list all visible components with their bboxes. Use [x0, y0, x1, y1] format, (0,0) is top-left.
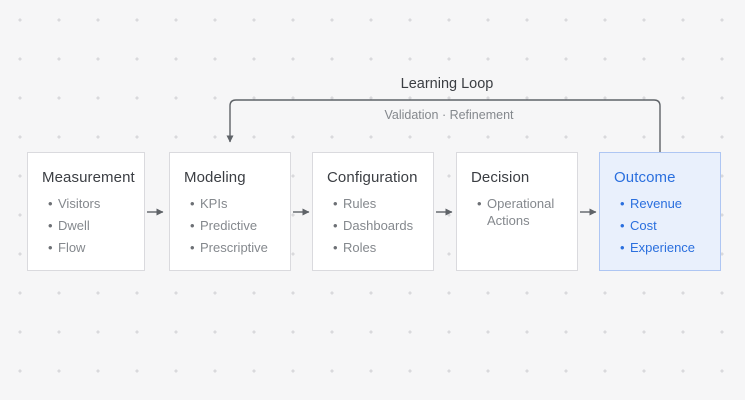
- list-item-label: Revenue: [630, 196, 683, 211]
- bullet-icon: •: [48, 240, 53, 255]
- stage-title: Decision: [471, 169, 530, 186]
- list-item-label: KPIs: [200, 196, 228, 211]
- list-item-label: Roles: [343, 240, 377, 255]
- stage-item-list: • Visitors • Dwell • Flow: [42, 195, 134, 256]
- stage-box-decision: Decision • Operational Actions: [456, 152, 578, 271]
- stage-item-list: • Rules • Dashboards • Roles: [327, 195, 423, 256]
- stage-box-modeling: Modeling • KPIs • Predictive • Prescript…: [169, 152, 291, 271]
- list-item: • Rules: [327, 195, 423, 212]
- list-item: • KPIs: [184, 195, 280, 212]
- list-item: • Prescriptive: [184, 239, 280, 256]
- bullet-icon: •: [48, 218, 53, 233]
- bullet-icon: •: [620, 240, 625, 255]
- list-item-label: Visitors: [58, 196, 101, 211]
- list-item-label: Predictive: [200, 218, 258, 233]
- stage-item-list: • Revenue • Cost • Experience: [614, 195, 710, 256]
- list-item: • Predictive: [184, 217, 280, 234]
- bullet-icon: •: [333, 240, 338, 255]
- list-item: • Dashboards: [327, 217, 423, 234]
- bullet-icon: •: [190, 218, 195, 233]
- bullet-icon: •: [333, 218, 338, 233]
- list-item-label: Dashboards: [343, 218, 414, 233]
- list-item-label: Dwell: [58, 218, 90, 233]
- list-item-label: Operational Actions: [487, 196, 555, 228]
- list-item-label: Rules: [343, 196, 377, 211]
- list-item: • Flow: [42, 239, 134, 256]
- stage-title: Modeling: [184, 169, 246, 186]
- stage-title: Outcome: [614, 169, 676, 186]
- list-item: • Dwell: [42, 217, 134, 234]
- list-item-label: Flow: [58, 240, 86, 255]
- bullet-icon: •: [620, 218, 625, 233]
- stage-item-list: • KPIs • Predictive • Prescriptive: [184, 195, 280, 256]
- list-item: • Operational Actions: [471, 195, 567, 229]
- list-item-label: Experience: [630, 240, 696, 255]
- stage-box-measurement: Measurement • Visitors • Dwell • Flow: [27, 152, 145, 271]
- list-item-label: Cost: [630, 218, 657, 233]
- list-item: • Revenue: [614, 195, 710, 212]
- stage-item-list: • Operational Actions: [471, 195, 567, 229]
- learning-loop-path: [226, 99, 661, 152]
- list-item-label: Prescriptive: [200, 240, 268, 255]
- stage-title: Configuration: [327, 169, 418, 186]
- stage-box-outcome: Outcome • Revenue • Cost • Experience: [599, 152, 721, 271]
- stage-box-configuration: Configuration • Rules • Dashboards • Rol…: [312, 152, 434, 271]
- bullet-icon: •: [620, 196, 625, 211]
- stage-title: Measurement: [42, 169, 135, 186]
- list-item: • Roles: [327, 239, 423, 256]
- bullet-icon: •: [190, 240, 195, 255]
- list-item: • Experience: [614, 239, 710, 256]
- learning-loop-sublabel: Validation · Refinement: [384, 108, 514, 122]
- bullet-icon: •: [190, 196, 195, 211]
- bullet-icon: •: [477, 196, 482, 211]
- list-item: • Visitors: [42, 195, 134, 212]
- list-item: • Cost: [614, 217, 710, 234]
- bullet-icon: •: [333, 196, 338, 211]
- bullet-icon: •: [48, 196, 53, 211]
- learning-loop-label: Learning Loop: [400, 76, 494, 92]
